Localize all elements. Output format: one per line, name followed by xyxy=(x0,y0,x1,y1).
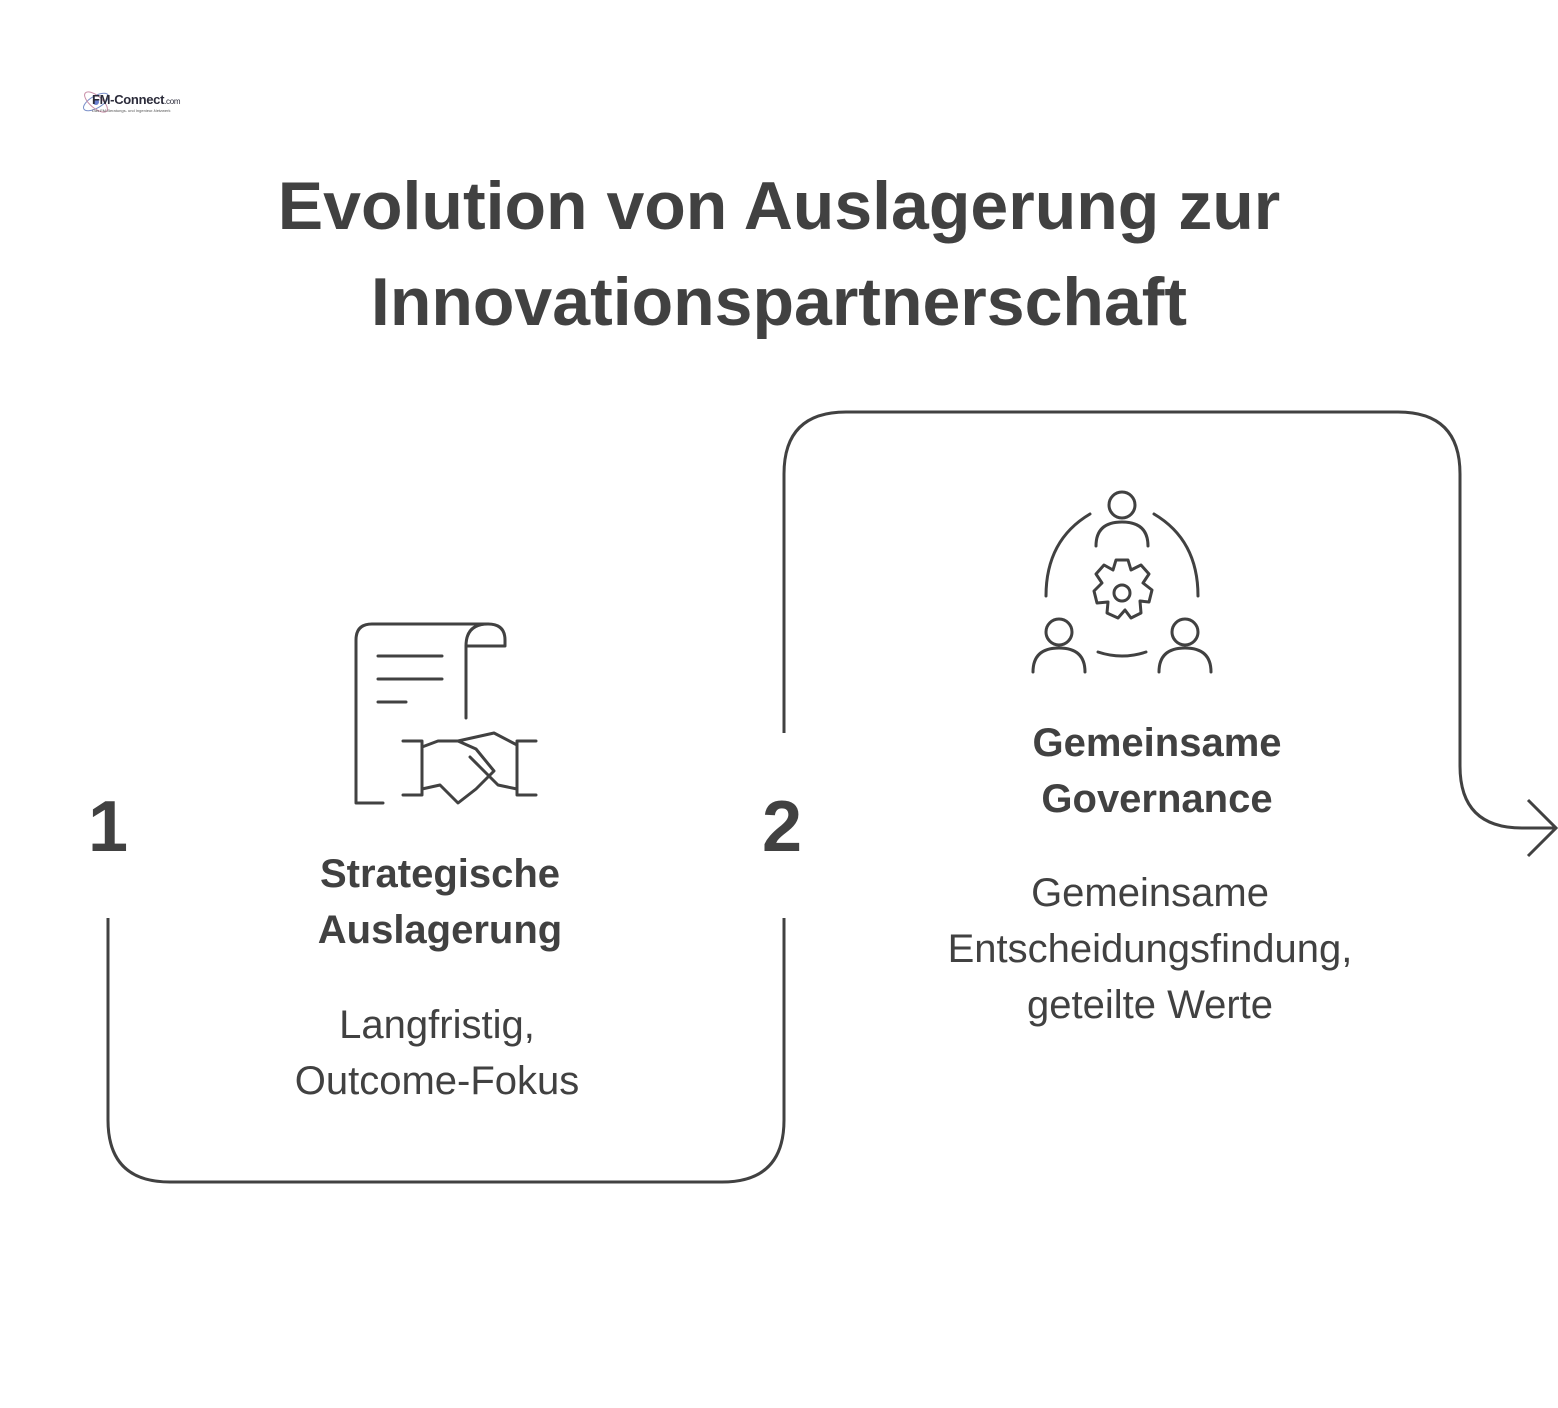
team-gear-icon xyxy=(1031,490,1213,674)
step-1-title: Strategische Auslagerung xyxy=(240,846,640,958)
step-2-desc-line-1: Gemeinsame xyxy=(1031,871,1269,915)
step-1-title-line-2: Auslagerung xyxy=(317,908,563,952)
step-2-title: Gemeinsame Governance xyxy=(957,715,1357,827)
logo-orbit-icon xyxy=(83,91,109,113)
title-line-2: Innovationspartnerschaft xyxy=(370,264,1188,340)
step-1-desc-line-2: Outcome-Fokus xyxy=(294,1059,580,1103)
fm-connect-logo: FM-Connect.com Das FM-Beratungs- und Ing… xyxy=(78,80,181,124)
flow-connector-2 xyxy=(782,410,1555,830)
step-2-number: 2 xyxy=(762,787,803,867)
step-2-desc-line-2: Entscheidungsfindung, xyxy=(947,927,1353,971)
step-2-title-line-2: Governance xyxy=(1041,777,1273,821)
logo-tagline: Das FM-Beratungs- und Ingenieur-Netzwerk xyxy=(92,108,171,113)
logo-wordmark: FM-Connect.com xyxy=(92,92,181,107)
step-1-desc-line-1: Langfristig, xyxy=(339,1003,535,1047)
step-2-desc-line-3: geteilte Werte xyxy=(1026,983,1274,1027)
step-1-description: Langfristig, Outcome-Fokus xyxy=(237,997,637,1109)
arrow-head-icon xyxy=(1526,798,1558,858)
flow-connector xyxy=(106,918,786,1184)
step-2-description: Gemeinsame Entscheidungsfindung, geteilt… xyxy=(890,865,1410,1033)
page-title: Evolution von Auslagerung zur Innovation… xyxy=(0,158,1558,350)
title-line-1: Evolution von Auslagerung zur xyxy=(277,168,1281,244)
step-1-title-line-1: Strategische xyxy=(319,852,561,896)
step-2-title-line-1: Gemeinsame xyxy=(1032,721,1282,765)
contract-handshake-icon xyxy=(354,622,538,805)
step-1-number: 1 xyxy=(88,787,129,867)
